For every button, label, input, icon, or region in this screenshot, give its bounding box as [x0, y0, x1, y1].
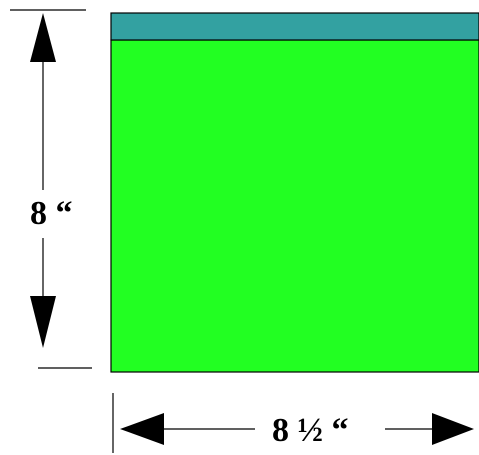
arrow-right-icon: [432, 413, 474, 445]
arrow-up-icon: [30, 13, 56, 62]
height-dimension-label: 8 “: [30, 195, 73, 232]
arrow-down-icon: [30, 296, 56, 348]
green-panel: [110, 39, 479, 373]
width-dimension-label: 8 ½ “: [272, 412, 349, 449]
top-band: [110, 12, 479, 41]
arrow-left-icon: [120, 413, 164, 445]
